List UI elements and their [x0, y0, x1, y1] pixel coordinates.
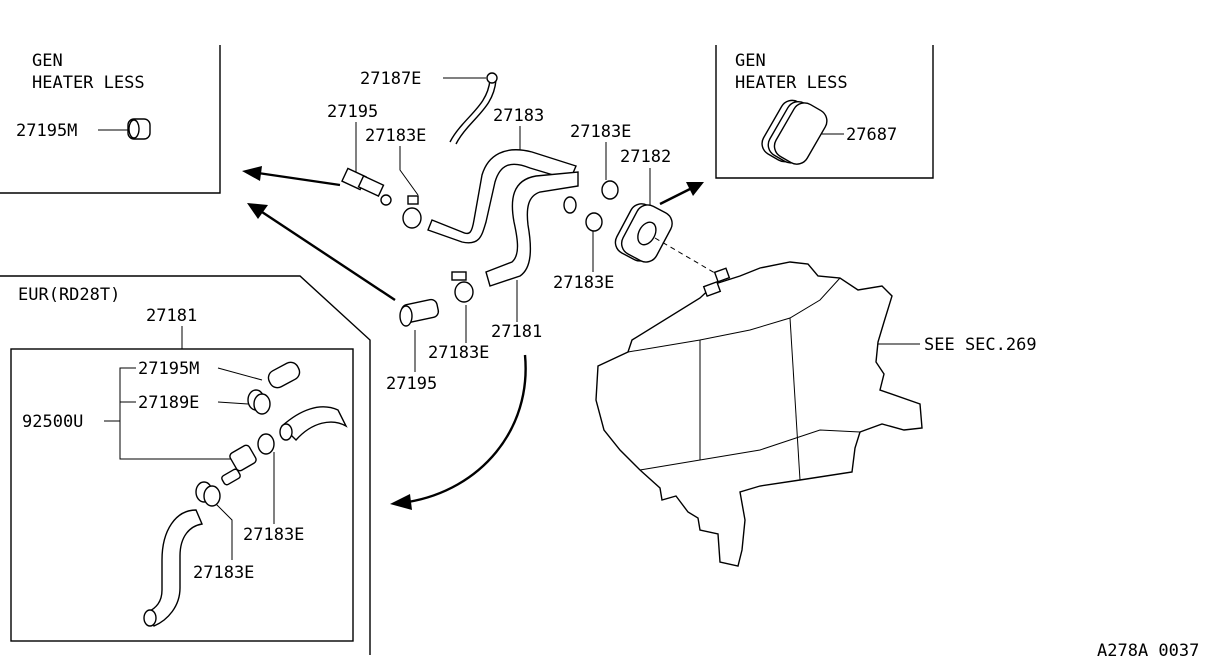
inset-gen-heater-less-left: GEN HEATER LESS 27195M: [0, 45, 221, 194]
part-label-27687: 27687: [846, 125, 897, 145]
eur-plug-27195M: [267, 361, 301, 389]
hose-clamp-b: [585, 180, 619, 232]
blank-plate-part: [761, 99, 828, 165]
main-parts: [341, 72, 721, 327]
eur-clamp-c: [195, 481, 221, 507]
eur-assembly-label: 27181: [146, 306, 197, 326]
part-label-27195-bottom: 27195: [386, 374, 437, 394]
part-label-27183: 27183: [493, 106, 544, 126]
eur-clamp-b: [257, 423, 293, 455]
eur-valve: [221, 444, 257, 486]
eur-title: EUR(RD28T): [18, 285, 120, 305]
diagram-code: A278A 0037: [1097, 641, 1199, 661]
eur-hose-lower: [143, 509, 203, 627]
inset-left-line1: GEN: [32, 51, 63, 71]
inset-right-line2: HEATER LESS: [735, 73, 848, 93]
part-label-27195-top: 27195: [327, 102, 378, 122]
inset-left-line2: HEATER LESS: [32, 73, 145, 93]
heater-hose-upper: [427, 149, 577, 244]
hose-clamp-c: [451, 271, 474, 303]
inset-right-line1: GEN: [735, 51, 766, 71]
reference-arrows: [242, 166, 704, 510]
gasket-27182: [614, 203, 673, 263]
eur-label-27195M: 27195M: [138, 359, 199, 379]
inset-eur-rd28t: EUR(RD28T) 27181 27195M 27189E 92500U 27…: [0, 275, 371, 655]
drain-cock-part: [341, 167, 392, 206]
part-label-27182: 27182: [620, 147, 671, 167]
main-labels: 27187E 27195 27183E 27183 27183E 27182 2…: [327, 69, 1037, 394]
part-label-27183E-c: 27183E: [553, 273, 614, 293]
eur-label-92500U: 92500U: [22, 412, 83, 432]
hose-plug-part: [127, 118, 151, 140]
part-label-27183E-b: 27183E: [570, 122, 631, 142]
part-label-see-sec-269: SEE SEC.269: [924, 335, 1037, 355]
eur-clamp-27189E: [247, 389, 271, 415]
hose-clamp-a: [402, 195, 422, 229]
drain-tube-part: [449, 72, 498, 145]
inset-gen-heater-less-right: GEN HEATER LESS 27687: [715, 45, 934, 179]
heater-hose-lower: [485, 171, 579, 287]
eur-label-27183E-b: 27183E: [193, 563, 254, 583]
part-label-27183E-a: 27183E: [365, 126, 426, 146]
part-label-27187E: 27187E: [360, 69, 421, 89]
eur-label-27183E-a: 27183E: [243, 525, 304, 545]
eur-hose-upper: [280, 406, 348, 442]
part-label-27181: 27181: [491, 322, 542, 342]
eur-label-27189E: 27189E: [138, 393, 199, 413]
part-label-27195M-gen: 27195M: [16, 121, 77, 141]
engine-block: [595, 261, 923, 567]
part-label-27183E-d: 27183E: [428, 343, 489, 363]
connector-27195: [399, 298, 440, 327]
